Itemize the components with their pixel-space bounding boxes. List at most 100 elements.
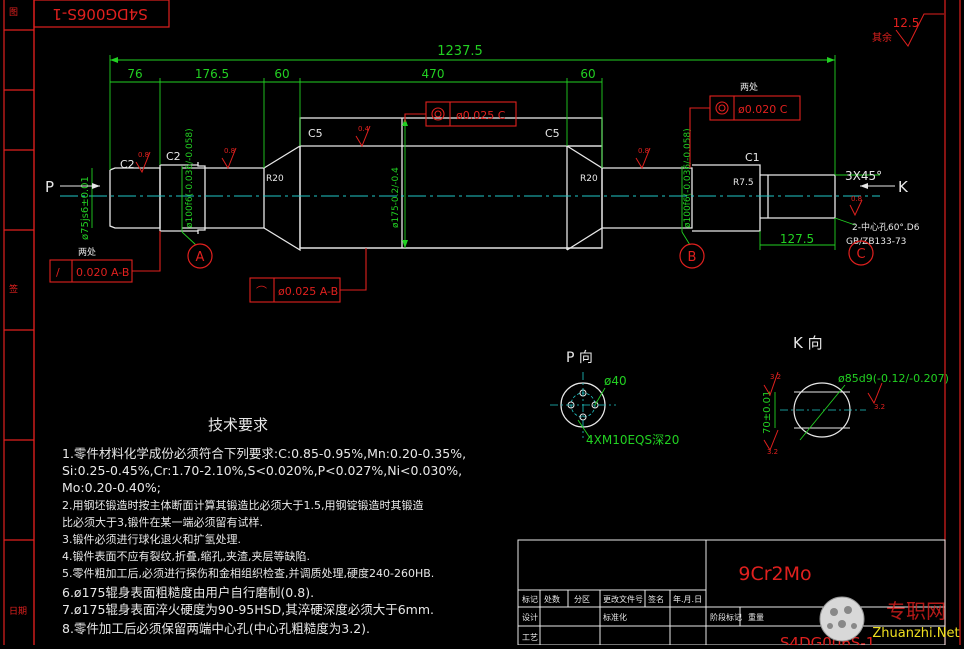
watermark: 专职网 Zhuanzhi.Net [818, 592, 964, 645]
drawing-frame [3, 0, 961, 649]
drawing-text: 重量 [748, 612, 764, 622]
drawing-text: P [45, 178, 54, 196]
drawing-text: 3.2 [874, 403, 885, 411]
dim-76: 76 [127, 67, 142, 81]
drawing-text: 0.4 [358, 125, 370, 133]
dimension-lines [91, 55, 880, 250]
tol-glyph-2: ⌒ [256, 285, 267, 298]
drawing-text: 其余 [872, 31, 892, 44]
drawing-text: 4XM10EQS深20 [586, 433, 679, 447]
side-label-3: 日期 [9, 606, 27, 617]
drawing-text: 3.2 [770, 373, 781, 381]
view-arrows: P K [45, 178, 909, 196]
drawing-text: 处数 [544, 594, 560, 604]
req-line-5: 比必须大于3,锻件在某一端必须留有试样. [62, 515, 263, 529]
tol-3-label: 两处 [78, 246, 96, 258]
drawing-text: P 向 [566, 350, 593, 366]
dia-100b: ø100f6(-0.036/-0.058) [683, 128, 693, 228]
dim-470: 470 [422, 67, 445, 81]
req-line-2: Si:0.25-0.45%,Cr:1.70-2.10%,S<0.020%,P<0… [62, 463, 462, 478]
dia-175: ø175-0.2/-0.4 [391, 167, 401, 228]
drawing-text: C2 [166, 150, 181, 163]
roughness-values: 0.8 0.8 0.4 0.8 0.8 [138, 125, 862, 203]
drawing-number-top: S4DG006S-1 [52, 5, 147, 23]
req-line-7: 4.锻件表面不应有裂纹,折叠,缩孔,夹渣,夹层等缺陷. [62, 549, 310, 563]
dim-127: 127.5 [780, 232, 814, 246]
drawing-text: ø85d9(-0.12/-0.207) [838, 372, 949, 385]
drawing-text: 0.8 [638, 147, 649, 155]
req-line-1: 1.零件材料化学成份必须符合下列要求:C:0.85-0.95%,Mn:0.20-… [62, 446, 466, 461]
tol-3: 0.020 A-B [76, 266, 129, 279]
p-view: P 向 ø40 4XM10EQS深20 [550, 350, 679, 447]
dimension-arrows [110, 57, 835, 248]
requirements-title: 技术要求 [208, 416, 268, 434]
center-hole-label: 2-中心孔60°.D6 [852, 221, 920, 233]
drawing-text: A [196, 250, 205, 265]
drawing-text: R7.5 [733, 178, 754, 188]
drawing-text: R20 [266, 174, 284, 184]
k-view: K 向 ø85d9(-0.12/-0.207) 70±0.01 3.2 3.2 … [762, 334, 949, 456]
dim-176: 176.5 [195, 67, 229, 81]
drawing-text: 12.5 [893, 16, 920, 30]
title-block-headers: 标记 处数 分区 更改文件号 签名 年.月.日 设计 标准化 阶段标记 重量 工… [522, 594, 764, 642]
drawing-text: 阶段标记 [710, 612, 742, 622]
drawing-text: 标准化 [603, 612, 627, 622]
drawing-text: C5 [545, 127, 560, 140]
drawing-text: 分区 [574, 595, 590, 604]
watermark-url: Zhuanzhi.Net [872, 626, 959, 641]
dim-60b: 60 [580, 67, 595, 81]
drawing-text: 更改文件号 [603, 594, 643, 604]
dia-100a: ø100f6(-0.036/-0.058) [185, 128, 195, 228]
watermark-cn: 专职网 [886, 599, 946, 623]
req-line-8: 5.零件粗加工后,必须进行探伤和金相组织检查,并调质处理,硬度240-260HB… [62, 566, 434, 580]
drawing-text: C2 [120, 158, 135, 171]
drawing-text: K [898, 178, 909, 196]
drawing-text: C1 [745, 151, 760, 164]
dim-60a: 60 [274, 67, 289, 81]
side-label-1: 图 [9, 7, 18, 18]
tol-glyph-1: / [56, 266, 60, 279]
tolerance-frames [49, 95, 801, 303]
thread-label: 3X45° [845, 169, 882, 183]
drawing-text: ø40 [604, 374, 627, 388]
drawing-text: 0.8 [851, 195, 862, 203]
req-line-6: 3.锻件必须进行球化退火和扩氢处理. [62, 532, 241, 546]
dia-75: ø75js6±0.01 [80, 176, 91, 240]
tol-2: ø0.020 C [738, 103, 788, 116]
chamfer-labels: C2 C2 C5 C5 C1 [120, 127, 760, 171]
requirements-list: 1.零件材料化学成份必须符合下列要求:C:0.85-0.95%,Mn:0.20-… [62, 446, 466, 636]
drawing-text: R20 [580, 174, 598, 184]
tol-4: ø0.025 A-B [278, 285, 338, 298]
drawing-text: 0.8 [224, 147, 235, 155]
drawing-text: 标记 [522, 594, 538, 604]
drawing-text: C5 [308, 127, 323, 140]
material-label: 9Cr2Mo [738, 563, 811, 585]
req-line-11: 8.零件加工后必须保留两端中心孔(中心孔粗糙度为3.2). [62, 621, 370, 636]
req-line-3: Mo:0.20-0.40%; [62, 480, 161, 495]
dim-overall: 1237.5 [437, 44, 483, 59]
tol-1: ø0.025 C [456, 109, 506, 122]
datum-markers: A B C [187, 240, 874, 269]
drawing-text: 3.2 [767, 448, 778, 456]
radius-labels: R20 R20 R7.5 [266, 174, 754, 188]
drawing-text: 70±0.01 [762, 391, 773, 434]
req-line-10: 7.ø175辊身表面淬火硬度为90-95HSD,其淬硬深度必须大于6mm. [62, 602, 434, 617]
roughness-general: 12.5 其余 [872, 13, 944, 47]
req-line-4: 2.用钢坯锻造时按主体断面计算其锻造比必须大于1.5,用钢锭锻造时其锻造 [62, 498, 423, 512]
side-label-2: 签 [9, 283, 18, 295]
drawing-text: 年.月.日 [673, 594, 702, 604]
req-line-9: 6.ø175辊身表面粗糙度由用户自行磨制(0.8). [62, 585, 314, 600]
roughness-marks [135, 125, 863, 217]
watermark-ball-icon [819, 596, 865, 642]
drawing-text: 设计 [522, 612, 538, 622]
drawing-text: K 向 [793, 334, 823, 352]
tol-2-label: 两处 [740, 81, 758, 93]
drawing-text: B [688, 250, 697, 265]
shaft-outline [109, 117, 836, 252]
drawing-text: 签名 [648, 594, 664, 604]
drawing-text: C [856, 247, 865, 262]
drawing-text: 0.8 [138, 151, 149, 159]
drawing-text: 工艺 [522, 633, 538, 642]
